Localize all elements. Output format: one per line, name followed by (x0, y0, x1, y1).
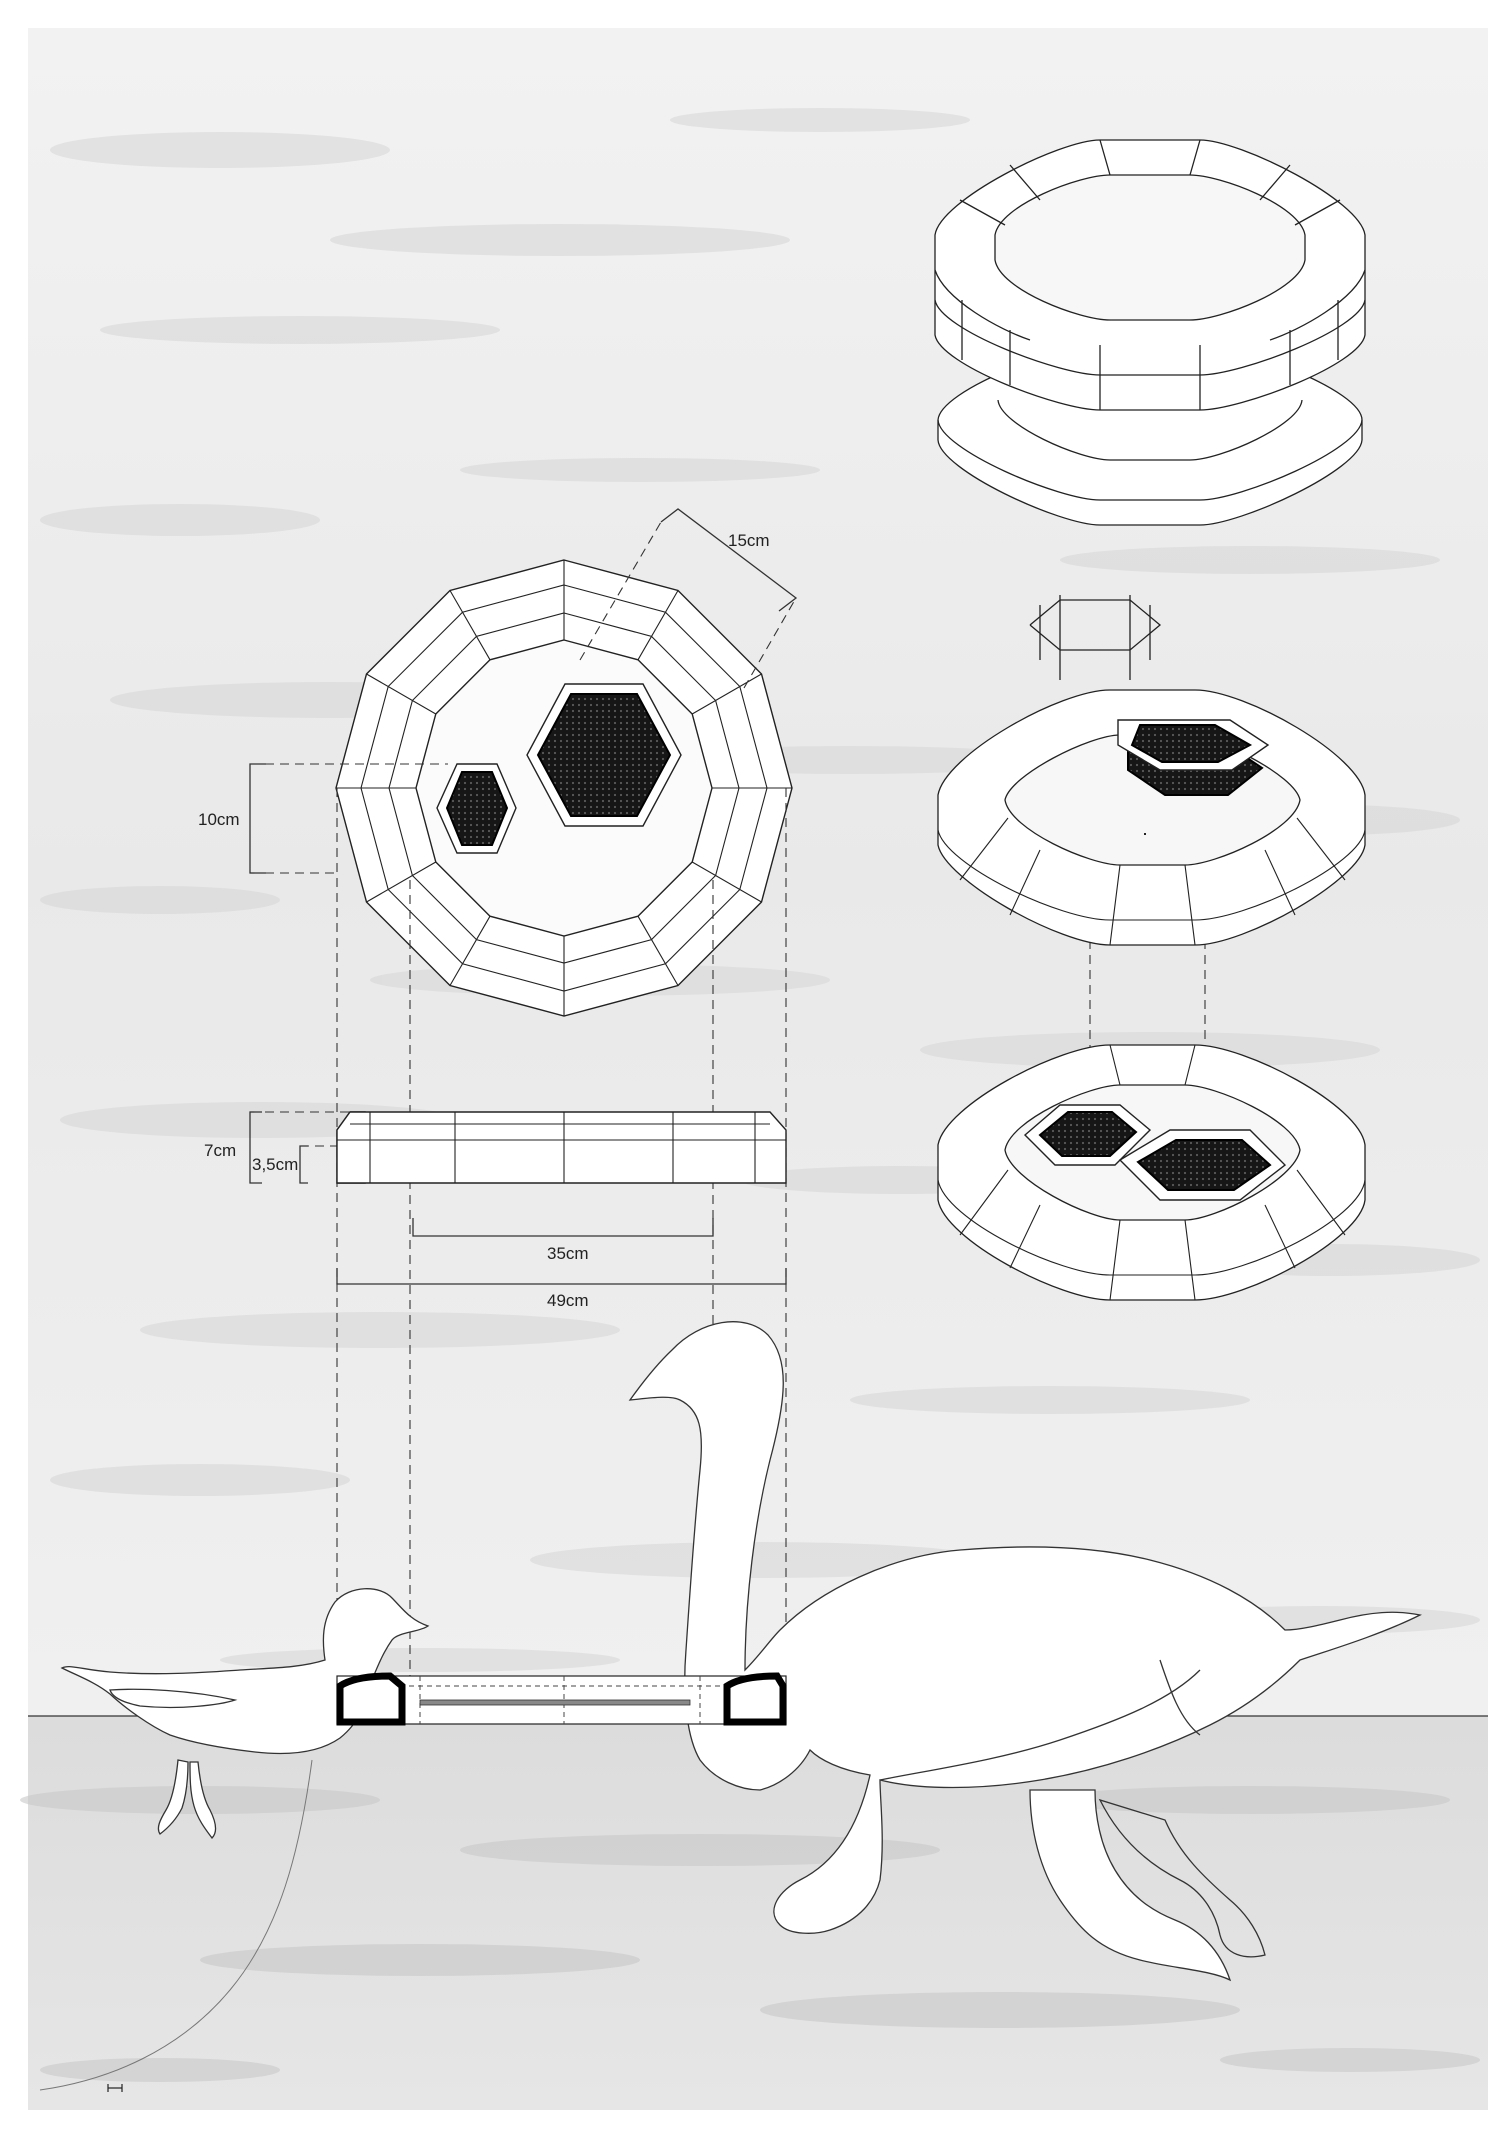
duck-reflection-line (39, 1759, 313, 2091)
dim-49cm: 49cm (547, 1291, 589, 1310)
plan-view-large (335, 559, 793, 1017)
dim-35cm: 35cm (547, 1244, 589, 1263)
swan-silhouette (628, 1321, 1422, 1982)
dim-7cm: 7cm (204, 1141, 236, 1160)
plan-hex-nests (436, 683, 682, 854)
scale-bar-icon (107, 2084, 123, 2092)
dimension-brackets (249, 508, 798, 1285)
section-view (336, 1672, 787, 1726)
dimension-labels: 15cm 10cm 7cm 3,5cm 35cm 49cm (198, 531, 770, 1310)
iso-exploded-ring (934, 139, 1366, 526)
dim-15cm: 15cm (728, 531, 770, 550)
iso-assembled-nest (937, 1044, 1366, 1301)
dim-10cm: 10cm (198, 810, 240, 829)
elevation-view (336, 1111, 787, 1184)
dim-3-5cm: 3,5cm (252, 1155, 298, 1174)
iso-exploded-nest (937, 595, 1366, 946)
